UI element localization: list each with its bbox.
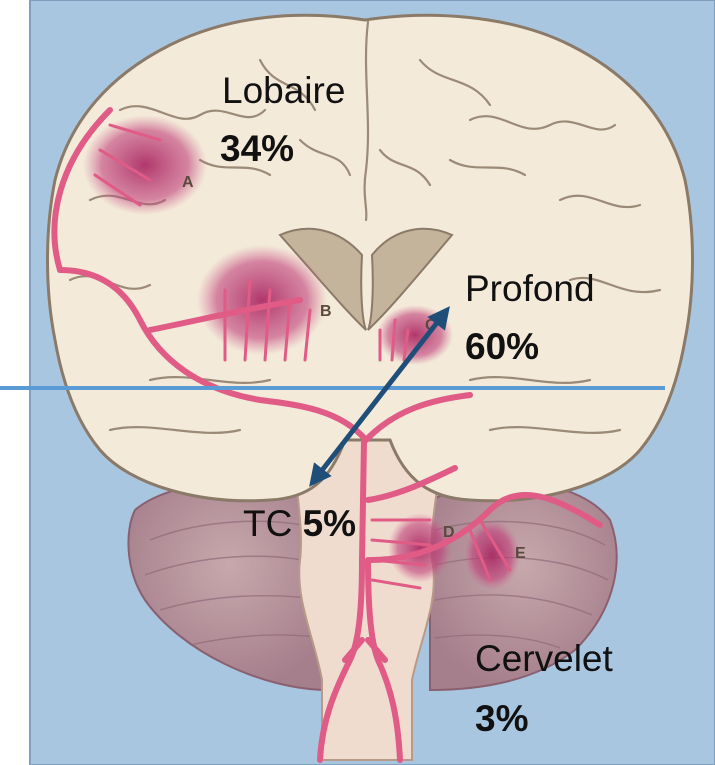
site-letter-b: B: [320, 303, 332, 320]
label-lobaire-value: 34%: [220, 130, 294, 167]
site-letter-e: E: [515, 545, 526, 562]
label-tc-name: TC: [243, 503, 292, 544]
label-profond-value: 60%: [465, 328, 539, 365]
label-cervelet-name: Cervelet: [475, 640, 613, 677]
site-letter-d: D: [443, 524, 455, 541]
label-cervelet-value: 3%: [475, 700, 528, 737]
hemorrhage-cerebellum: [464, 520, 520, 590]
hemorrhage-lobar: [83, 115, 207, 215]
label-tc-value: 5%: [303, 503, 356, 544]
label-tc: TC 5%: [243, 505, 356, 542]
site-letter-a: A: [182, 174, 194, 191]
label-profond-name: Profond: [465, 270, 595, 307]
label-lobaire-name: Lobaire: [222, 72, 345, 109]
